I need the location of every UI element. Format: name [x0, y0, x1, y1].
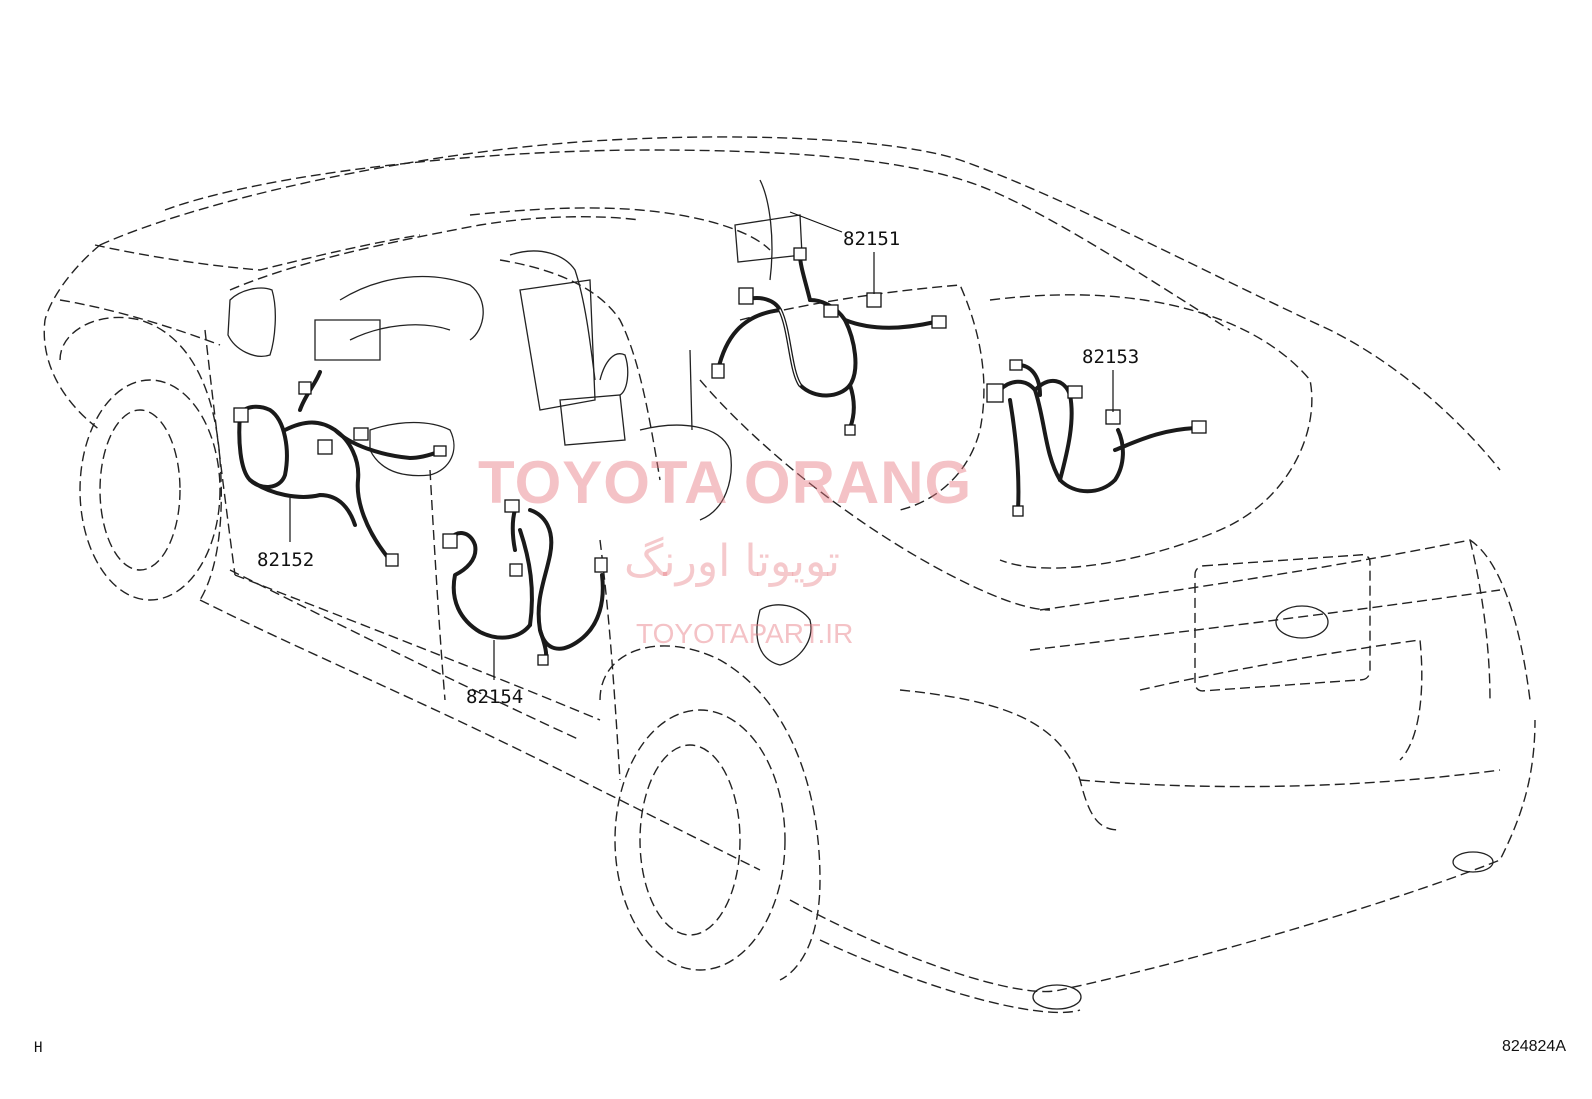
connector-icon	[504, 499, 520, 513]
connector-icon	[844, 424, 856, 436]
connector-icon	[823, 304, 839, 318]
part-number-82151: 82151	[843, 228, 900, 250]
harness-82152[interactable]	[233, 370, 447, 567]
connector-icon	[711, 363, 725, 379]
connector-icon	[738, 287, 754, 305]
connector-icon	[317, 439, 333, 455]
connector-icon	[433, 445, 447, 457]
connector-icon	[1009, 359, 1023, 371]
corner-mark: H	[34, 1040, 43, 1056]
connector-icon	[1012, 505, 1024, 517]
leader-line-82151	[789, 211, 843, 233]
connector-icon	[594, 557, 608, 573]
connector-icon	[233, 407, 249, 423]
connector-icon	[442, 533, 458, 549]
connector-icon	[353, 427, 369, 441]
harness-82154[interactable]	[442, 499, 608, 666]
part-number-82153: 82153	[1082, 346, 1139, 368]
connector-icon	[1067, 385, 1083, 399]
connector-icon	[509, 563, 523, 577]
connector-icon	[793, 247, 807, 261]
connector-icon	[931, 315, 947, 329]
connector-icon	[1191, 420, 1207, 434]
connector-icon	[1105, 409, 1121, 425]
harness-82153[interactable]	[986, 359, 1207, 517]
connector-icon	[986, 383, 1004, 403]
part-number-82152: 82152	[257, 549, 314, 571]
part-number-82154: 82154	[466, 686, 523, 708]
car-body-outline	[43, 136, 1536, 1014]
connector-icon	[537, 654, 549, 666]
connector-icon	[866, 292, 882, 308]
harness-82151[interactable]	[711, 247, 947, 436]
figure-id: 824824A	[1501, 1038, 1566, 1055]
connector-icon	[385, 553, 399, 567]
connector-icon	[298, 381, 312, 395]
